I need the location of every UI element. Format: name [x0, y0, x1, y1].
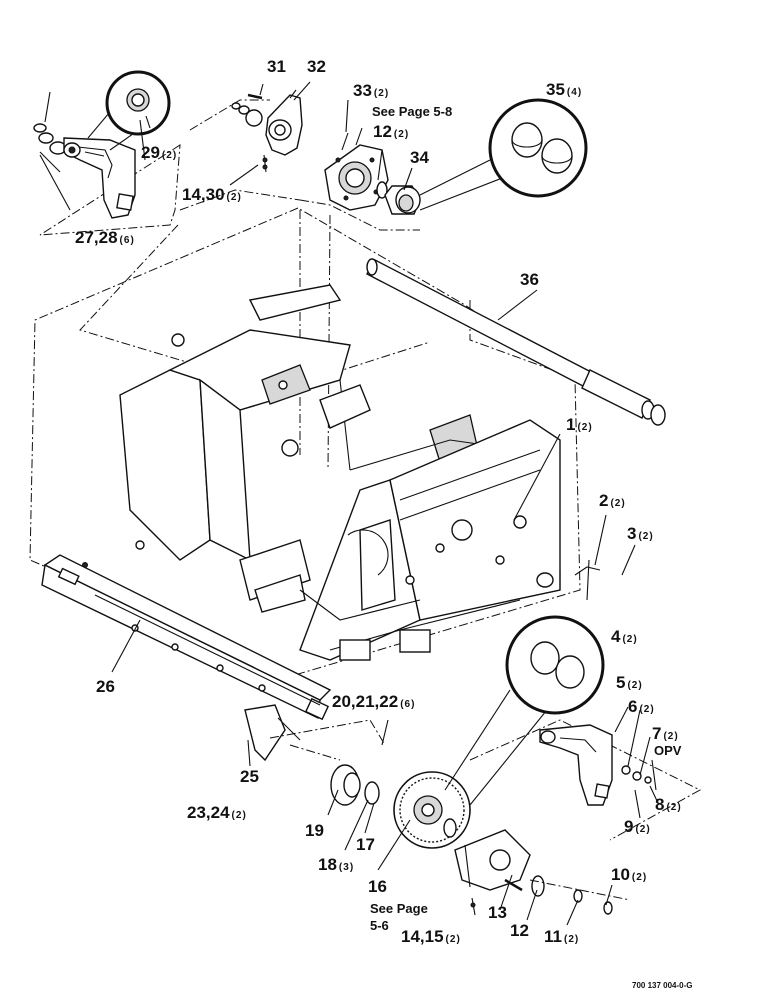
callout-17: 17 — [356, 835, 375, 854]
callout-18: 18(3) — [318, 855, 354, 874]
note-see-page-5-6-line2: 5-6 — [370, 918, 389, 933]
callout-25: 25 — [240, 767, 259, 786]
callout-31: 31 — [267, 57, 286, 76]
callout-32: 32 — [307, 57, 326, 76]
note-opv: OPV — [654, 743, 682, 758]
callout-23-24: 23,24(2) — [187, 803, 247, 822]
callout-33: 33(2) — [353, 81, 389, 100]
callout-11: 11(2) — [544, 927, 579, 946]
callout-14-15: 14,15(2) — [401, 927, 461, 946]
callout-2: 2(2) — [599, 491, 626, 510]
callout-1: 1(2) — [566, 415, 593, 434]
callout-9: 9(2) — [624, 817, 651, 836]
callout-36: 36 — [520, 270, 539, 289]
callout-6: 6(2) — [628, 697, 655, 716]
callout-10: 10(2) — [611, 865, 647, 884]
callout-20-21-22: 20,21,22(6) — [332, 692, 415, 711]
callout-26: 26 — [96, 677, 115, 696]
note-see-page-5-8: See Page 5-8 — [372, 104, 452, 119]
bearing-bracket-upper-left — [33, 70, 181, 236]
callout-labels: 31 32 33(2) See Page 5-8 12(2) 34 35(4) … — [75, 57, 693, 990]
callout-4: 4(2) — [611, 627, 638, 646]
callout-27-28: 27,28(6) — [75, 228, 135, 247]
drive-arm-upper — [179, 89, 303, 211]
callout-13: 13 — [488, 903, 507, 922]
callout-29: 29(2) — [141, 143, 177, 162]
figure-code: 700 137 004-0-G — [632, 981, 693, 990]
drive-sprocket-assy — [269, 615, 631, 916]
callout-35: 35(4) — [546, 80, 582, 99]
flange-bearing-upper — [299, 98, 588, 231]
main-frame — [29, 207, 666, 676]
callout-16: 16 — [368, 877, 387, 896]
note-see-page-5-6-line1: See Page — [370, 901, 428, 916]
cross-bar-lower — [41, 554, 332, 762]
leader-lines — [39, 81, 659, 926]
callout-5: 5(2) — [616, 673, 643, 692]
callout-34: 34 — [410, 148, 429, 167]
callout-12-lower: 12 — [510, 921, 529, 940]
callout-7: 7(2) — [652, 724, 679, 743]
callout-12-upper: 12(2) — [373, 122, 409, 141]
callout-19: 19 — [305, 821, 324, 840]
callout-3: 3(2) — [627, 524, 654, 543]
callout-8: 8(2) — [655, 795, 682, 814]
callout-14-30: 14,30(2) — [182, 185, 242, 204]
